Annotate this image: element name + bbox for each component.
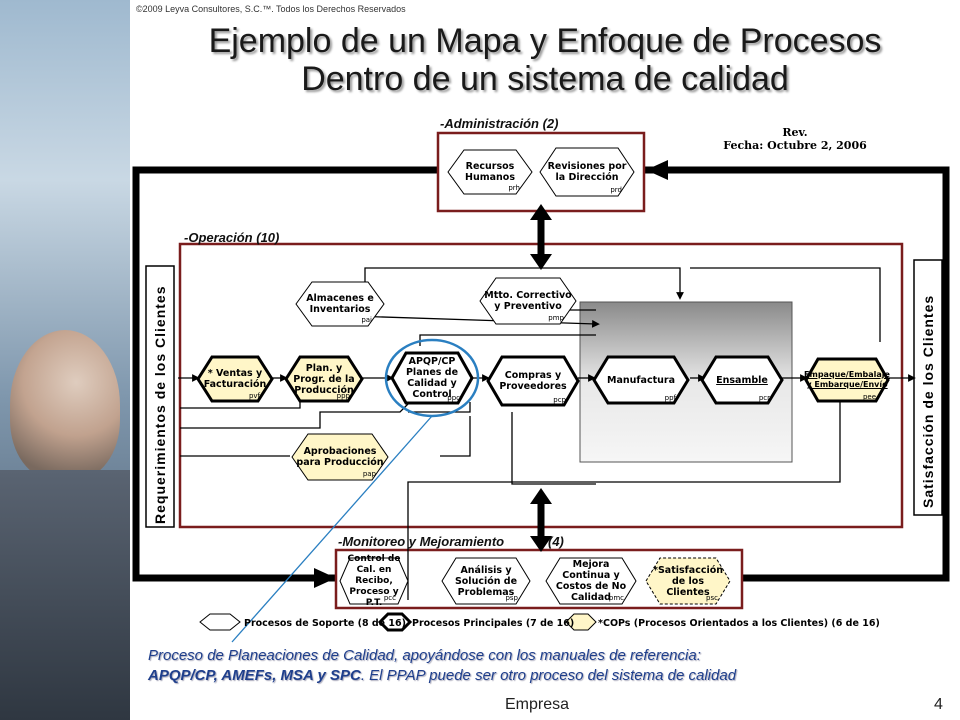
legend-support-label: Procesos de Soporte (8 de 16) xyxy=(244,617,406,629)
footer-label: Empresa xyxy=(505,696,570,713)
section-monitoreo-label: -Monitoreo y Mejoramiento xyxy=(338,534,505,549)
side-label-satisfaccion: Satisfacción de los Clientes xyxy=(920,294,936,508)
legend-main-shape xyxy=(377,612,413,632)
side-label-requerimientos: Requerimientos de los Clientes xyxy=(152,285,168,525)
caption-bold-text: APQP/CP, AMEFs, MSA y SPC xyxy=(148,667,361,684)
node-planeacion-produccion[interactable]: Plan. y Progr. de la Producción ppp xyxy=(284,354,364,404)
node-mejora-continua[interactable]: Mejora Continua y Costos de No Calidad p… xyxy=(544,556,638,606)
caption-rest-text: . El PPAP puede ser otro proceso del sis… xyxy=(360,667,737,684)
page-title: Ejemplo de un Mapa y Enfoque de Procesos… xyxy=(130,22,960,98)
section-operacion-label: -Operación (10) xyxy=(184,230,280,245)
node-apqp[interactable]: APQP/CP Planes de Calidad y Control ppc xyxy=(390,350,474,406)
decorative-photo-panel xyxy=(0,0,130,720)
title-line-1: Ejemplo de un Mapa y Enfoque de Procesos xyxy=(208,22,882,60)
revision-note: Rev. Fecha: Octubre 2, 2006 xyxy=(720,126,870,152)
node-ensamble[interactable]: Ensamble pcr xyxy=(700,354,784,406)
node-aprobaciones[interactable]: Aprobaciones para Producción pap xyxy=(290,432,390,482)
copyright: ©2009 Leyva Consultores, S.C.™. Todos lo… xyxy=(136,4,406,14)
caption-line-1: Proceso de Planeaciones de Calidad, apoy… xyxy=(148,647,701,664)
title-line-2: Dentro de un sistema de calidad xyxy=(301,60,789,98)
revision-label: Rev. xyxy=(782,126,808,139)
node-mtto[interactable]: Mtto. Correctivo y Preventivo pmp xyxy=(478,276,578,326)
legend-main-label: Procesos Principales (7 de 16) xyxy=(412,617,575,629)
node-ventas[interactable]: * Ventas y Facturación pvf xyxy=(196,354,274,404)
node-control-calidad[interactable]: Control de Cal. en Recibo, Proceso y P.T… xyxy=(338,554,410,608)
node-empaque[interactable]: Empaque/Embalaje y Embarque/Envío pee xyxy=(804,356,890,404)
legend-cop-label: *COPs (Procesos Orientados a los Cliente… xyxy=(598,617,880,629)
node-almacenes[interactable]: Almacenes e Inventarios pai xyxy=(294,280,386,328)
legend-cop-shape xyxy=(565,613,597,631)
node-revisiones-direccion[interactable]: Revisiones por la Dirección prd xyxy=(538,146,636,198)
person-suit xyxy=(0,470,130,720)
node-satisfaccion[interactable]: *Satisfacción de los Clientes psc xyxy=(644,556,732,606)
section-admin-label: -Administración (2) xyxy=(440,116,559,131)
caption-line-2: APQP/CP, AMEFs, MSA y SPC. El PPAP puede… xyxy=(148,666,908,686)
node-compras[interactable]: Compras y Proveedores pcp xyxy=(486,354,580,408)
revision-date: Fecha: Octubre 2, 2006 xyxy=(723,139,867,152)
legend-support-shape xyxy=(199,613,241,631)
monitoreo-frame xyxy=(334,548,744,610)
section-monitoreo-count: (4) xyxy=(548,534,564,549)
node-recursos-humanos[interactable]: Recursos Humanos prh xyxy=(446,148,534,196)
node-manufactura[interactable]: Manufactura ppf xyxy=(592,354,690,406)
node-analisis[interactable]: Análisis y Solución de Problemas psp xyxy=(440,556,532,606)
person-photo xyxy=(10,330,120,480)
caption: Proceso de Planeaciones de Calidad, apoy… xyxy=(148,646,908,686)
page-number: 4 xyxy=(934,696,943,713)
